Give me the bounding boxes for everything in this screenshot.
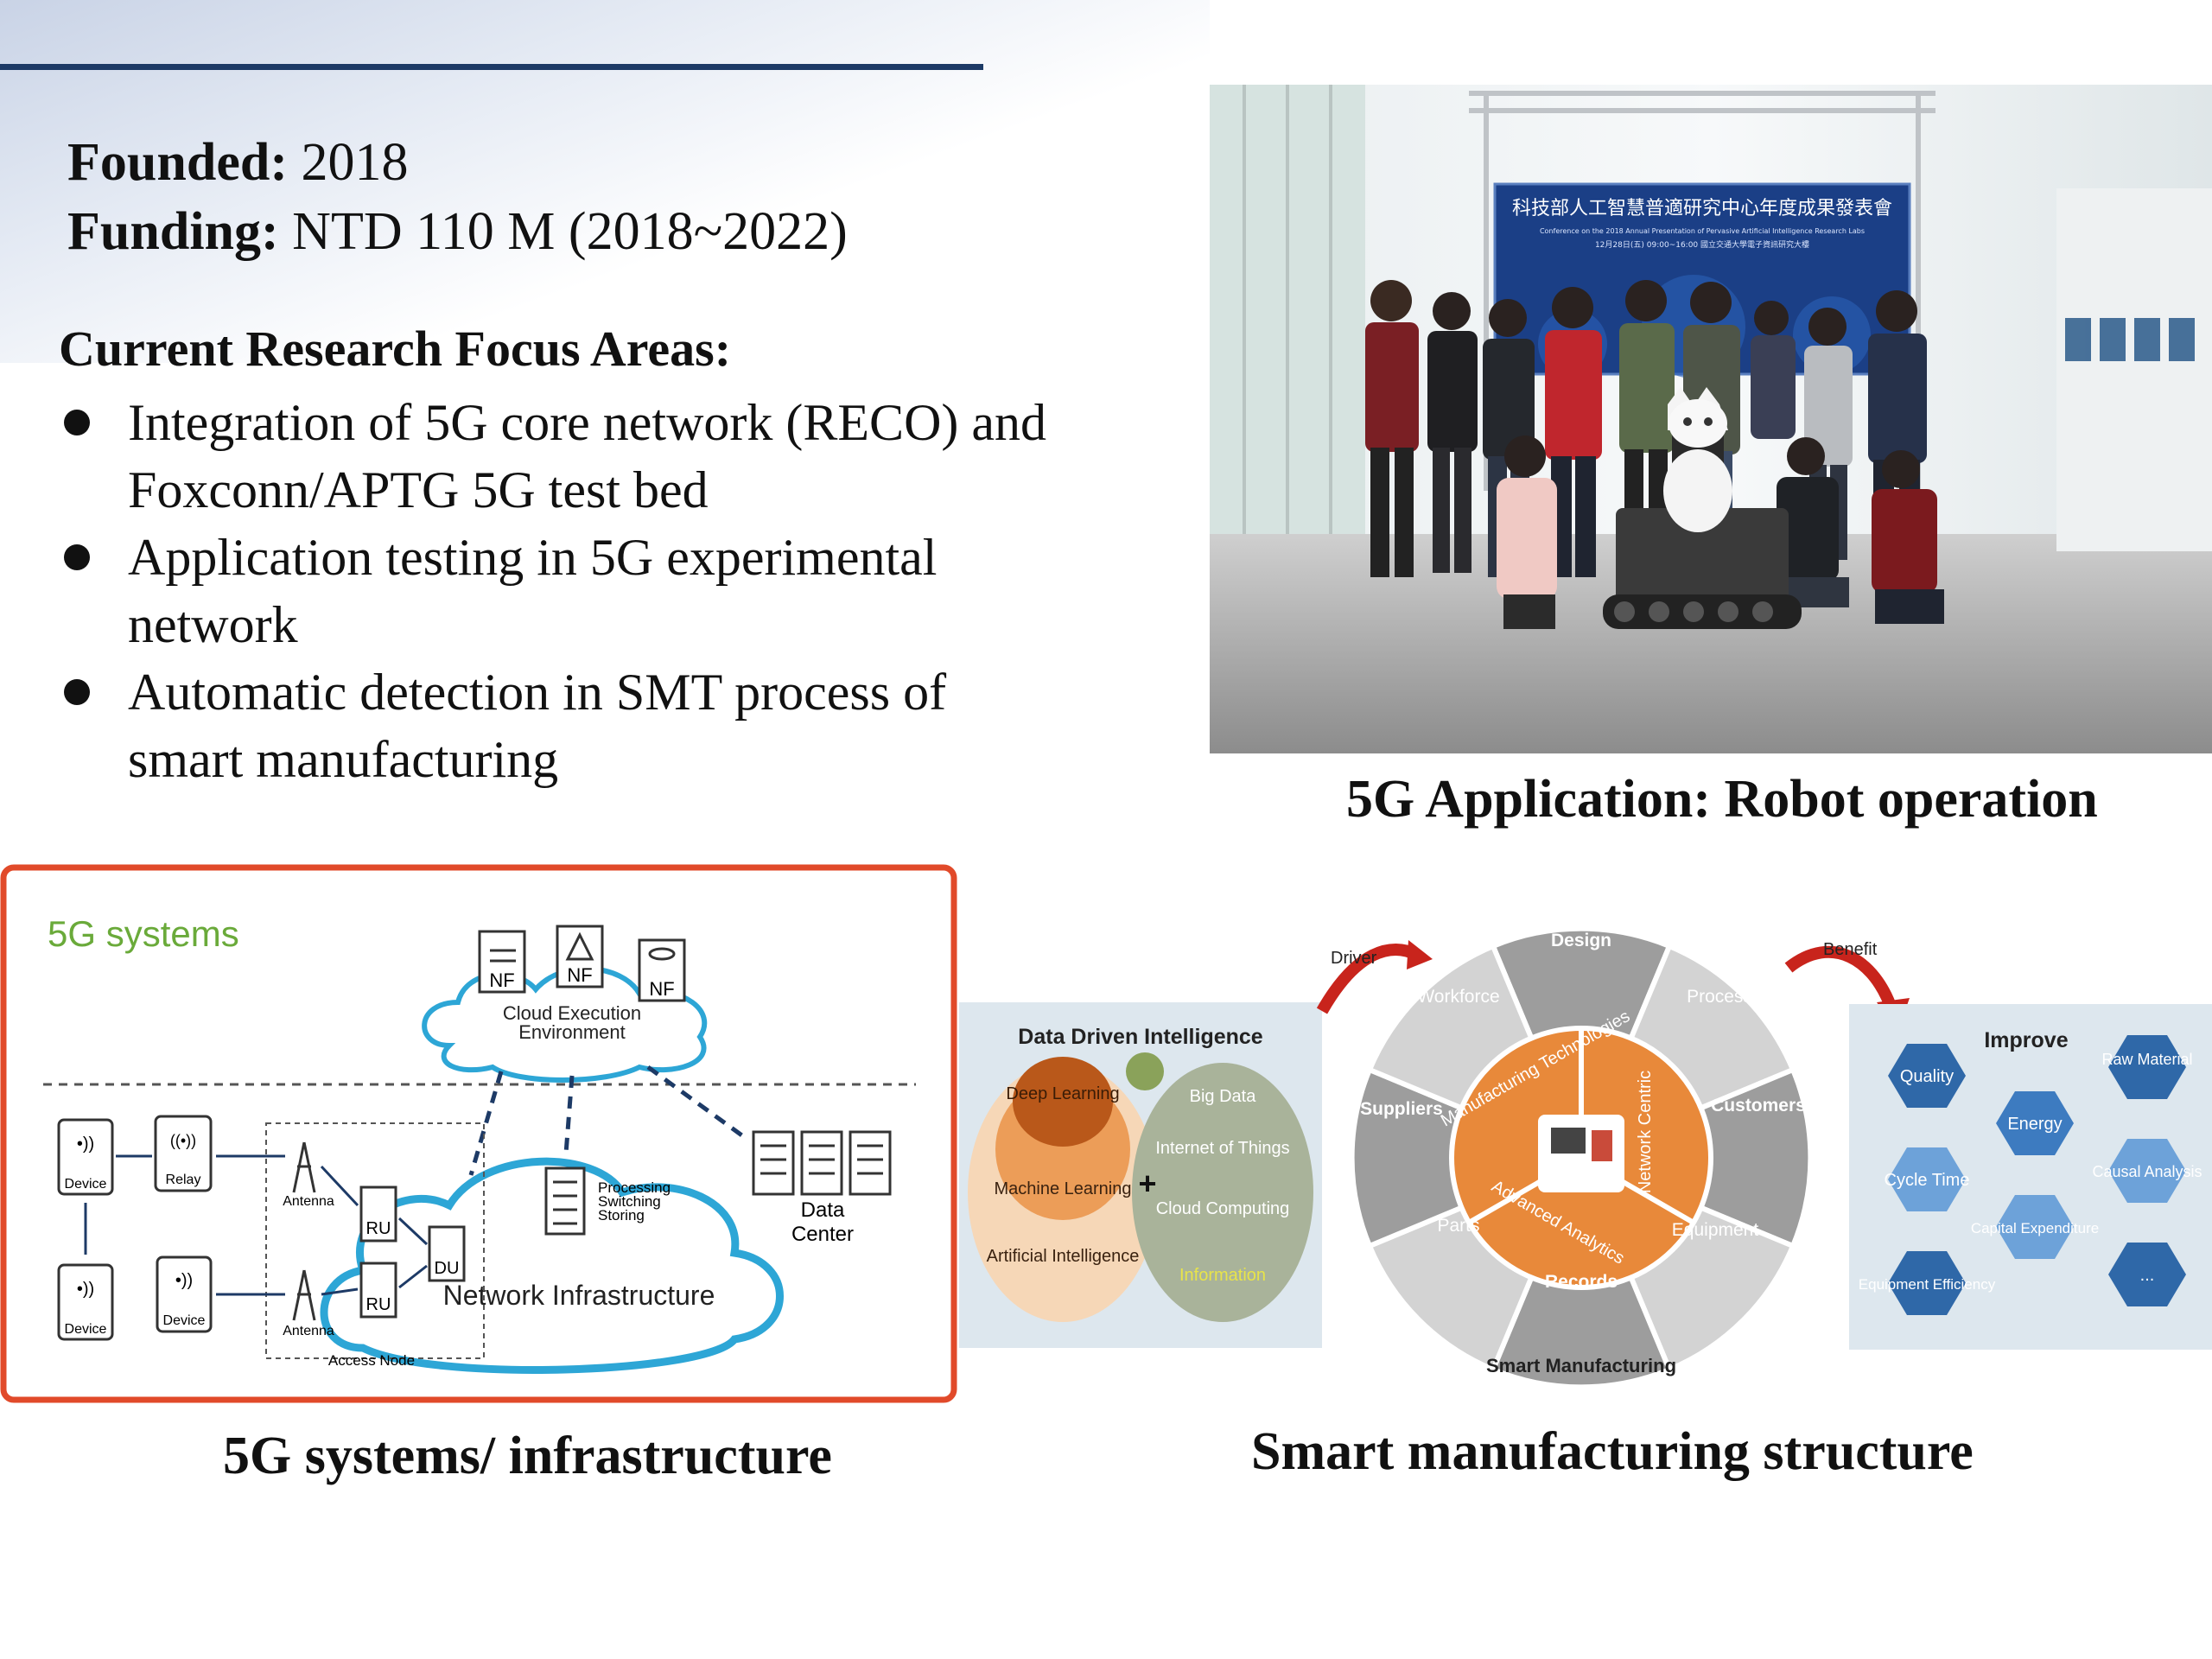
5g-diagram-svg: 5G systems Cloud Execution Environment N… — [0, 864, 957, 1404]
svg-text:Machine Learning: Machine Learning — [995, 1179, 1132, 1198]
5g-caption: 5G systems/ infrastructure — [223, 1427, 832, 1485]
svg-text:Network Centric: Network Centric — [1636, 1071, 1655, 1193]
svg-text:Parts: Parts — [1437, 1216, 1479, 1236]
svg-text:Information: Information — [1179, 1266, 1266, 1285]
antenna-units: Antenna Antenna RU RU DU — [283, 1141, 466, 1338]
svg-text:Workforce: Workforce — [1417, 987, 1499, 1007]
kneeling-people — [1497, 435, 1944, 629]
photo-caption: 5G Application: Robot operation — [1346, 770, 2098, 829]
improve-title: Improve — [1984, 1028, 2068, 1052]
svg-text:Quality: Quality — [1900, 1067, 1954, 1086]
svg-text:Equipment Efficiency: Equipment Efficiency — [1859, 1276, 1996, 1293]
svg-text:...: ... — [2140, 1266, 2155, 1285]
svg-text:DU: DU — [435, 1259, 460, 1278]
founded-line: Founded: 2018 — [67, 133, 409, 192]
bullet-icon — [64, 679, 90, 705]
svg-text:RU: RU — [366, 1219, 391, 1238]
svg-text:Device: Device — [65, 1177, 107, 1192]
banner-date: 12月28日(五) 09:00~16:00 國立交通大學電子資訊研究大樓 — [1595, 239, 1809, 250]
access-node-label: Access Node — [328, 1352, 415, 1369]
header-gradient — [0, 0, 1210, 363]
svg-text:Energy: Energy — [2007, 1115, 2062, 1134]
svg-text:Switching: Switching — [598, 1193, 661, 1210]
photo-illustration: 科技部人工智慧普適研究中心年度成果發表會 Conference on the 2… — [1210, 85, 2212, 753]
focus-list: Integration of 5G core network (RECO) an… — [59, 389, 1147, 793]
header-rule — [0, 64, 983, 70]
robot — [1603, 387, 1802, 629]
svg-text:Customers: Customers — [1711, 1096, 1806, 1116]
processing-server: Processing Switching Storing — [544, 1166, 671, 1236]
cloud-execution: Cloud Execution Environment — [422, 966, 708, 1083]
svg-text:Environment: Environment — [518, 1021, 626, 1043]
device-icons: •)) Device •)) Device •)) Device ((•)) R… — [57, 1115, 213, 1341]
banner-title: 科技部人工智慧普適研究中心年度成果發表會 — [1512, 198, 1892, 219]
data-center: Data Center — [752, 1130, 892, 1246]
svg-text:Data: Data — [801, 1198, 845, 1222]
driver-label: Driver — [1331, 949, 1377, 968]
list-item: Integration of 5G core network (RECO) an… — [59, 389, 1147, 524]
svg-text:NF: NF — [489, 969, 514, 991]
svg-text:•)): •)) — [77, 1135, 94, 1154]
svg-text:Deep Learning: Deep Learning — [1006, 1084, 1119, 1103]
benefit-hexagons: Quality Raw Material Energy Cycle Time C… — [1859, 1035, 2202, 1315]
svg-text:Relay: Relay — [166, 1173, 201, 1187]
nf-icons: NF NF NF — [478, 925, 686, 1002]
svg-text:Cloud Execution: Cloud Execution — [503, 1002, 641, 1024]
svg-text:Internet of Things: Internet of Things — [1155, 1139, 1289, 1158]
svg-text:Capital Expenditure: Capital Expenditure — [1971, 1220, 2099, 1236]
svg-text:RU: RU — [366, 1295, 391, 1314]
5g-title: 5G systems — [48, 913, 239, 954]
svg-text:Cloud Computing: Cloud Computing — [1156, 1199, 1290, 1218]
svg-text:((•)): ((•)) — [170, 1132, 196, 1149]
svg-text:Device: Device — [163, 1313, 206, 1328]
svg-text:Antenna: Antenna — [283, 1324, 334, 1338]
robot-photo: 科技部人工智慧普適研究中心年度成果發表會 Conference on the 2… — [1210, 85, 2212, 753]
svg-text:Processing: Processing — [598, 1179, 671, 1196]
smart-manufacturing-diagram: Data Driven Intelligence Deep Learning M… — [959, 873, 2212, 1408]
svg-text:Center: Center — [791, 1223, 854, 1246]
svg-text:Process: Process — [1687, 987, 1752, 1007]
svg-text:Equipment: Equipment — [1672, 1220, 1759, 1240]
info-block: Founded: 2018 Funding: NTD 110 M (2018~2… — [67, 128, 848, 266]
svg-text:Storing: Storing — [598, 1207, 645, 1224]
svg-text:Suppliers: Suppliers — [1360, 1099, 1443, 1119]
svg-text:Raw Material: Raw Material — [2101, 1051, 2192, 1068]
svg-text:NF: NF — [649, 978, 674, 1000]
svg-text:Antenna: Antenna — [283, 1194, 334, 1209]
standing-people — [1365, 280, 1927, 577]
focus-title: Current Research Focus Areas: — [59, 321, 732, 377]
svg-text:Artificial Intelligence: Artificial Intelligence — [987, 1247, 1140, 1266]
svg-text:•)): •)) — [77, 1280, 94, 1299]
banner-subtitle: Conference on the 2018 Annual Presentati… — [1540, 227, 1865, 235]
svg-text:+: + — [1138, 1166, 1156, 1201]
svg-text:NF: NF — [567, 964, 592, 986]
svg-text:Device: Device — [65, 1322, 107, 1337]
svg-text:Cycle Time: Cycle Time — [1885, 1171, 1970, 1190]
svg-text:Design: Design — [1551, 931, 1611, 950]
svg-text:Causal Analysis: Causal Analysis — [2092, 1163, 2202, 1180]
svg-text:Network Infrastructure: Network Infrastructure — [443, 1280, 715, 1311]
bullet-icon — [64, 410, 90, 435]
manufacturing-wheel: Design Process Customers Equipment Recor… — [1349, 925, 1814, 1390]
svg-text:•)): •)) — [175, 1271, 193, 1290]
5g-systems-diagram: 5G systems Cloud Execution Environment N… — [0, 864, 957, 1404]
benefit-label: Benefit — [1823, 940, 1878, 959]
funding-line: Funding: NTD 110 M (2018~2022) — [67, 202, 848, 261]
smart-diagram-svg: Data Driven Intelligence Deep Learning M… — [959, 925, 2212, 1390]
bullet-icon — [64, 544, 90, 570]
svg-text:Smart Manufacturing: Smart Manufacturing — [1486, 1355, 1676, 1376]
svg-text:Big Data: Big Data — [1190, 1087, 1257, 1106]
brain-icon — [1126, 1052, 1164, 1090]
svg-text:Records: Records — [1545, 1272, 1618, 1292]
ddi-title: Data Driven Intelligence — [1018, 1025, 1263, 1049]
smart-caption: Smart manufacturing structure — [1251, 1422, 1974, 1481]
